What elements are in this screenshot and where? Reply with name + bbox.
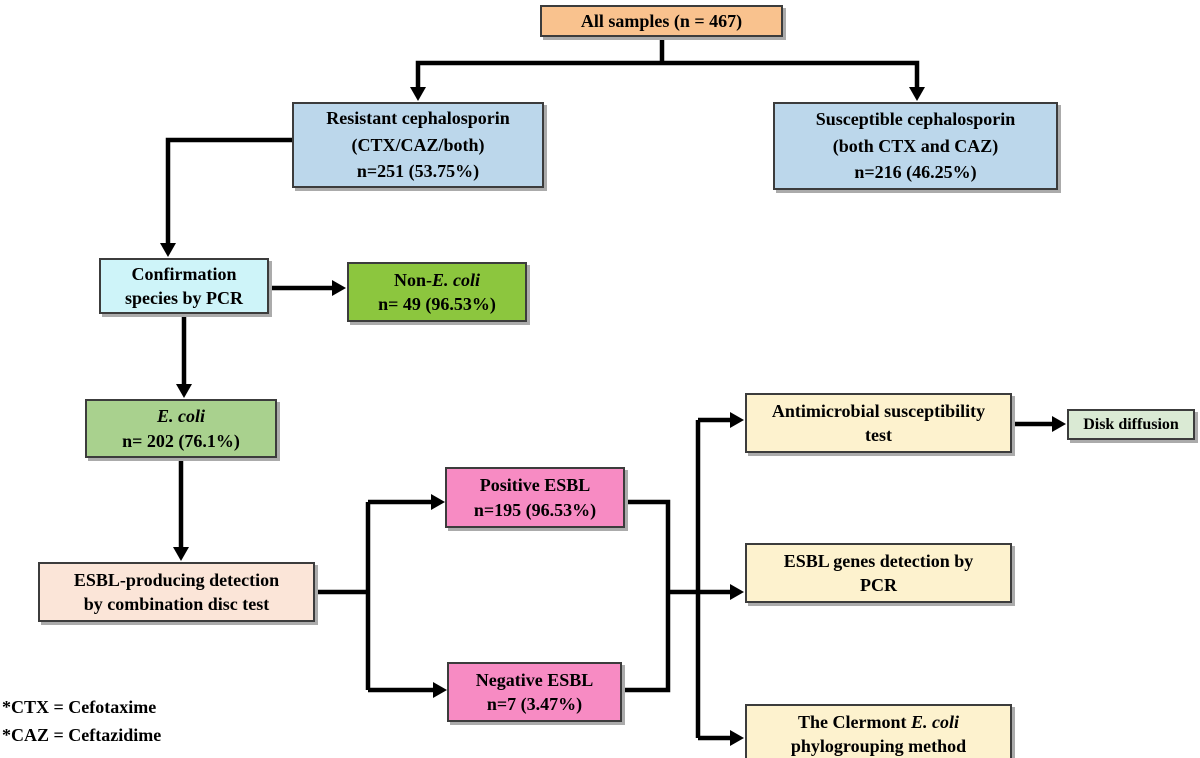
clermont-species: E. coli <box>910 711 959 732</box>
arrowhead-to-positive-esbl <box>431 494 445 510</box>
footnotes: *CTX = Cefotaxime *CAZ = Ceftazidime <box>2 694 161 750</box>
positive-esbl-line1: Positive ESBL <box>479 475 591 496</box>
non-ecoli-species: E. coli <box>432 269 480 290</box>
disk-diffusion-label: Disk diffusion <box>1083 415 1179 433</box>
non-ecoli-count: n= 49 (96.53%) <box>378 294 496 314</box>
arrowhead-to-susceptible <box>909 87 925 101</box>
arrowhead-to-confirmation <box>160 243 176 257</box>
box-non-ecoli: Non-E. coli n= 49 (96.53%) <box>347 262 527 322</box>
arrowhead-to-esbl-detection <box>173 547 189 561</box>
susceptible-line2: (both CTX and CAZ) <box>832 135 999 156</box>
all-samples-label: All samples (n = 467) <box>580 10 743 31</box>
negative-esbl-line1: Negative ESBL <box>475 669 594 690</box>
susceptible-line3: n=216 (46.25%) <box>854 162 977 183</box>
ecoli-count: n= 202 (76.1%) <box>122 430 240 451</box>
arrowhead-to-non-ecoli <box>332 280 346 296</box>
box-disk-diffusion: Disk diffusion <box>1067 409 1195 440</box>
arrowhead-to-disk-diffusion <box>1052 416 1066 432</box>
box-positive-esbl: Positive ESBL n=195 (96.53%) <box>445 467 625 528</box>
esbl-detection-line1: ESBL-producing detection <box>73 569 280 590</box>
footnote-caz: *CAZ = Ceftazidime <box>2 724 162 745</box>
resistant-line3: n=251 (53.75%) <box>356 161 480 182</box>
esbl-genes-line2: PCR <box>860 575 897 595</box>
confirmation-line1: Confirmation <box>131 263 237 284</box>
resistant-line1: Resistant cephalosporin <box>326 108 510 129</box>
arrowhead-to-clermont <box>730 730 744 746</box>
non-ecoli-prefix: Non- <box>393 269 432 290</box>
footnote-ctx: *CTX = Cefotaxime <box>2 697 157 717</box>
esbl-detection-line2: by combination disc test <box>83 594 270 614</box>
box-ecoli: E. coli n= 202 (76.1%) <box>85 399 277 458</box>
ast-line1: Antimicrobial susceptibility <box>771 400 986 421</box>
clermont-line2: phylogrouping method <box>790 736 967 756</box>
arrowhead-to-ecoli <box>176 384 192 398</box>
connector-esbl-branch <box>365 499 433 693</box>
box-negative-esbl: Negative ESBL n=7 (3.47%) <box>447 662 622 722</box>
negative-esbl-line2: n=7 (3.47%) <box>486 694 583 714</box>
box-clermont-phylogrouping: The Clermont E. coli phylogrouping metho… <box>745 704 1012 758</box>
clermont-line1: The Clermont E. coli <box>798 710 959 734</box>
non-ecoli-name: Non-E. coli <box>394 268 480 292</box>
esbl-genes-line1: ESBL genes detection by <box>783 550 974 571</box>
box-esbl-detection: ESBL-producing detection by combination … <box>38 562 315 622</box>
arrowhead-to-negative-esbl <box>433 682 447 698</box>
confirmation-line2: species by PCR <box>125 288 243 308</box>
clermont-prefix: The Clermont <box>798 711 911 732</box>
susceptible-line1: Susceptible cephalosporin <box>815 109 1016 130</box>
positive-esbl-line2: n=195 (96.53%) <box>473 499 597 520</box>
resistant-line2: (CTX/CAZ/both) <box>351 134 485 155</box>
ecoli-species: E. coli <box>157 406 205 427</box>
box-all-samples: All samples (n = 467) <box>540 5 783 37</box>
connector-resistant-to-confirmation <box>165 137 296 245</box>
box-confirmation-pcr: Confirmation species by PCR <box>99 258 269 314</box>
ast-line2: test <box>865 425 892 445</box>
box-antimicrobial-susceptibility-test: Antimicrobial susceptibility test <box>745 393 1012 453</box>
box-susceptible-cephalosporin: Susceptible cephalosporin (both CTX and … <box>773 102 1058 190</box>
connector-esbl-merge <box>624 499 671 693</box>
connector-methods-spine <box>695 417 730 741</box>
connector-split-bar <box>415 60 920 89</box>
arrowhead-to-ast <box>730 412 744 428</box>
arrowhead-to-resistant <box>410 87 426 101</box>
box-resistant-cephalosporin: Resistant cephalosporin (CTX/CAZ/both) n… <box>292 102 544 188</box>
box-esbl-genes-pcr: ESBL genes detection by PCR <box>745 543 1012 603</box>
arrowhead-to-esbl-genes <box>730 584 744 600</box>
